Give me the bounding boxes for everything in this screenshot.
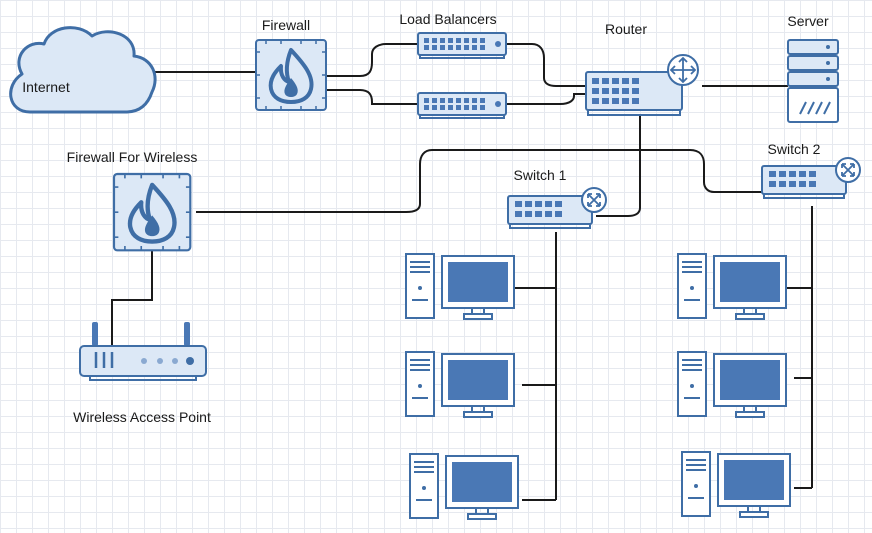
load-balancer-2[interactable] bbox=[417, 92, 507, 119]
server-label: Server bbox=[787, 13, 829, 29]
switch2-label: Switch 2 bbox=[768, 141, 821, 157]
router-label: Router bbox=[605, 21, 647, 37]
switch1-label: Switch 1 bbox=[514, 167, 567, 183]
firewall-wireless-node[interactable]: Firewall For Wireless bbox=[67, 149, 198, 250]
network-cables bbox=[111, 43, 813, 501]
cable-router-switch1 bbox=[596, 115, 641, 217]
computer-icon bbox=[405, 351, 515, 418]
cable-firewall-lb1 bbox=[326, 43, 418, 77]
firewall-icon bbox=[254, 38, 328, 112]
switch-icon bbox=[507, 187, 607, 229]
firewall-label: Firewall bbox=[262, 17, 310, 33]
cable-fw-wireless-wap bbox=[111, 250, 153, 350]
internet-node[interactable]: Internet bbox=[9, 26, 157, 114]
switch2-computer-1[interactable] bbox=[677, 253, 787, 320]
firewall-wireless-label: Firewall For Wireless bbox=[67, 149, 198, 165]
computer-icon bbox=[677, 253, 787, 320]
cable-firewall-lb2 bbox=[326, 89, 418, 105]
cable-router-switch2 bbox=[640, 149, 762, 193]
wireless-access-point-node[interactable]: Wireless Access Point bbox=[73, 322, 211, 425]
cable-lb2-router bbox=[502, 93, 586, 105]
computer-icon bbox=[681, 451, 791, 518]
server-node[interactable]: Server bbox=[787, 13, 839, 123]
switch1-node[interactable]: Switch 1 bbox=[507, 167, 607, 229]
computer-icon bbox=[405, 253, 515, 320]
switch2-computer-3[interactable] bbox=[681, 451, 791, 518]
cable-lb1-router bbox=[502, 43, 586, 87]
computer-icon bbox=[677, 351, 787, 418]
cloud-icon bbox=[9, 26, 157, 114]
load-balancer-icon bbox=[417, 32, 507, 56]
router-icon bbox=[585, 54, 699, 116]
internet-label: Internet bbox=[22, 79, 70, 95]
computer-icon bbox=[409, 453, 519, 520]
load-balancers-group: Load Balancers bbox=[399, 11, 507, 119]
load-balancers-label: Load Balancers bbox=[399, 11, 496, 27]
switch1-computer-3[interactable] bbox=[409, 453, 519, 520]
firewall-node[interactable]: Firewall bbox=[254, 17, 328, 112]
switch1-computer-1[interactable] bbox=[405, 253, 515, 320]
router-node[interactable]: Router bbox=[585, 21, 699, 116]
wireless-access-point-label: Wireless Access Point bbox=[73, 409, 211, 425]
firewall-icon bbox=[114, 174, 190, 250]
wireless-access-point-icon bbox=[79, 322, 207, 381]
switch-icon bbox=[761, 157, 861, 199]
switch1-computer-2[interactable] bbox=[405, 351, 515, 418]
load-balancer-1[interactable] bbox=[417, 32, 507, 59]
switch2-node[interactable]: Switch 2 bbox=[761, 141, 861, 199]
load-balancer-icon bbox=[417, 92, 507, 116]
server-icon bbox=[787, 39, 839, 123]
cable-router-fw-wireless bbox=[196, 149, 640, 213]
switch2-computer-2[interactable] bbox=[677, 351, 787, 418]
